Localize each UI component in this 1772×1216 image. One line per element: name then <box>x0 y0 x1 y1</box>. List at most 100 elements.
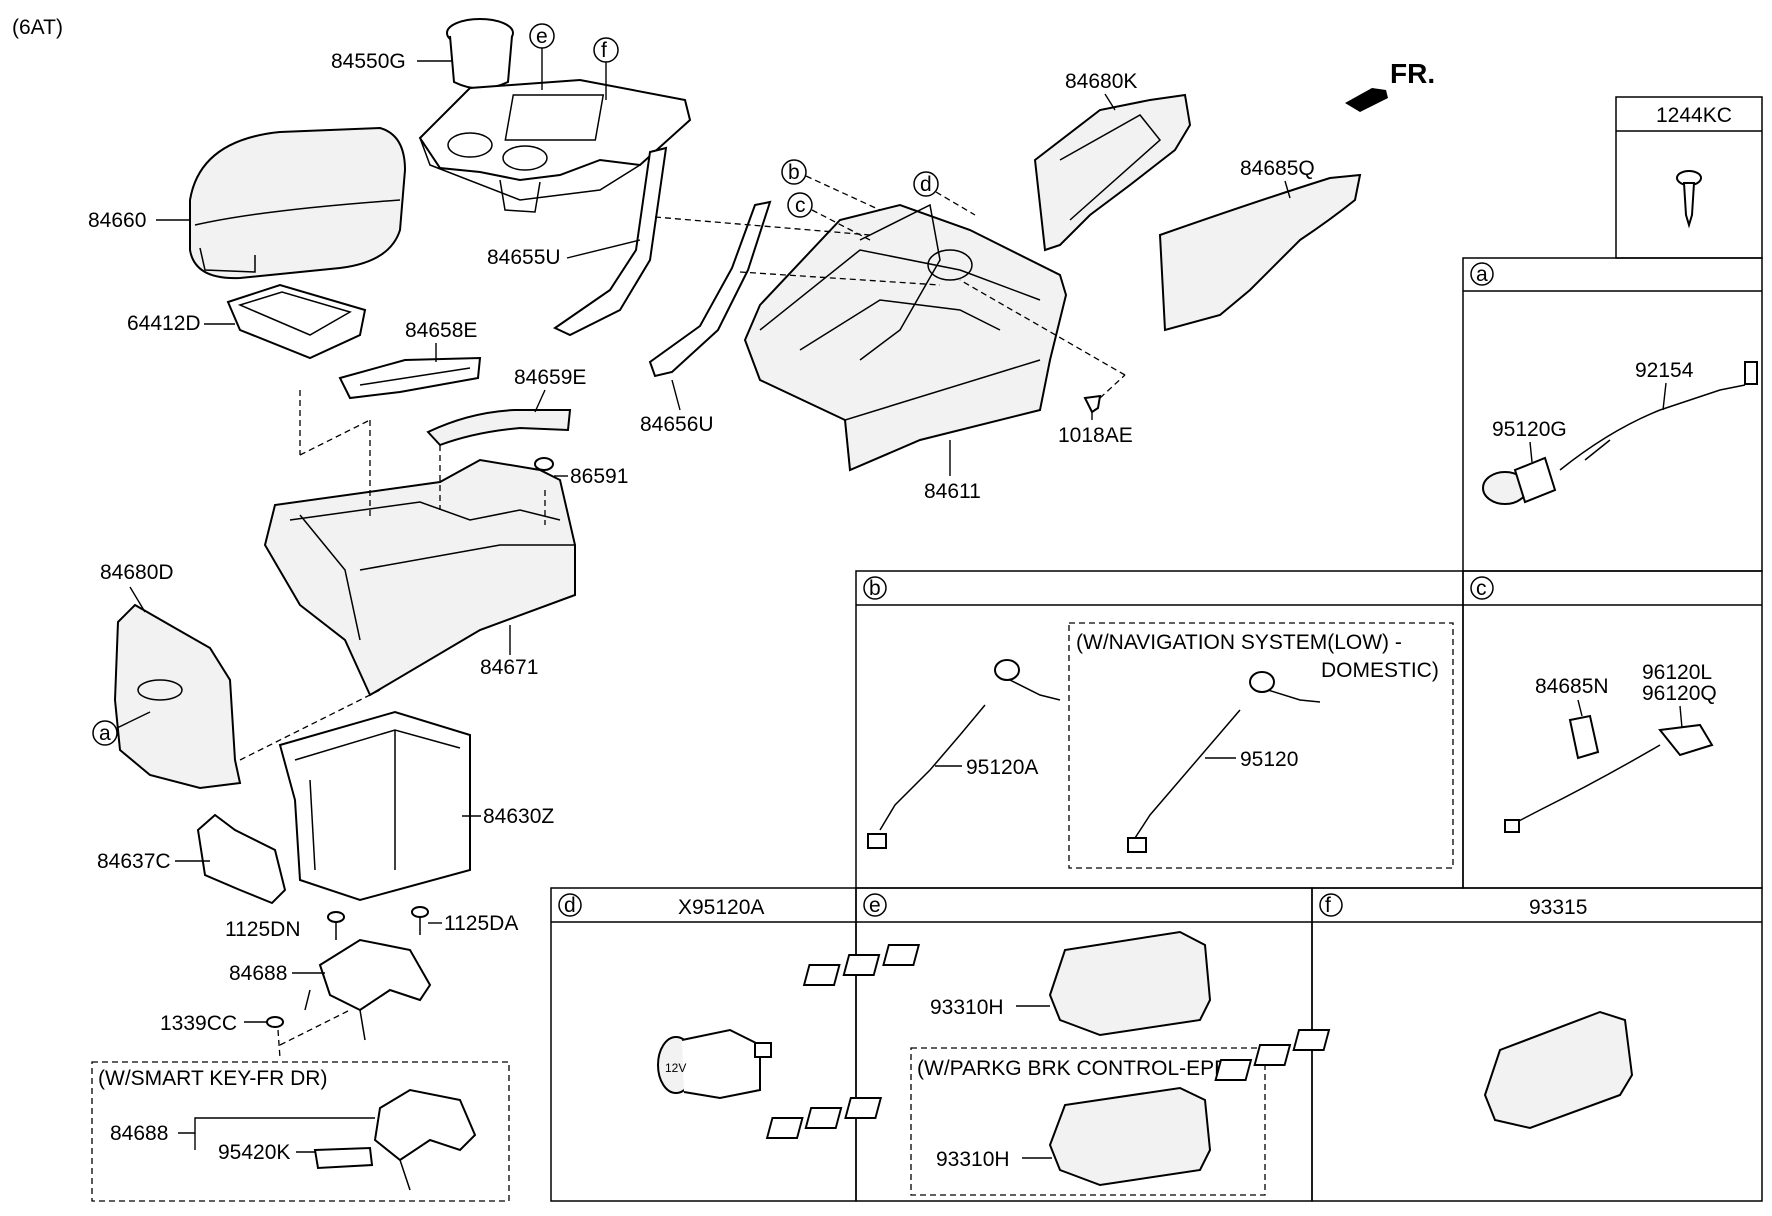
label-93310H: 93310H <box>930 996 1004 1019</box>
switch-assembly-93310H <box>802 930 1212 1037</box>
front-arrow-icon <box>1345 88 1388 112</box>
label-93310H-epb: 93310H <box>936 1148 1010 1171</box>
floor-console-84671 <box>263 458 576 697</box>
clip-1018AE <box>959 279 1126 414</box>
detail-box-f: f 93315 <box>1214 887 1763 1202</box>
detail-box-a: a 92154 95120G <box>1462 257 1763 572</box>
svg-text:d: d <box>564 894 576 917</box>
svg-text:b: b <box>869 577 881 600</box>
switch-assembly-93315 <box>1214 1010 1634 1130</box>
console-body-84611 <box>743 203 1068 472</box>
box-d-title: X95120A <box>678 896 764 919</box>
nav-option-title-line2: DOMESTIC) <box>1321 659 1439 682</box>
cup-holder-assembly <box>418 18 692 213</box>
label-84659E: 84659E <box>514 366 586 389</box>
svg-text:c: c <box>795 194 806 217</box>
callout-d: d <box>913 171 976 216</box>
label-1339CC: 1339CC <box>160 1012 237 1035</box>
svg-text:c: c <box>1476 577 1487 600</box>
variant-label: (6AT) <box>12 16 63 39</box>
label-1125DN: 1125DN <box>225 918 301 941</box>
callout-b: b <box>781 159 881 211</box>
label-64412D: 64412D <box>127 312 201 335</box>
svg-text:e: e <box>869 894 881 917</box>
label-95420K: 95420K <box>218 1141 290 1164</box>
epb-option-title: (W/PARKG BRK CONTROL-EPB) <box>917 1057 1235 1080</box>
front-direction-indicator: FR. <box>1345 58 1435 112</box>
part-84658E <box>338 356 482 400</box>
side-panel-84680K <box>1033 93 1192 252</box>
label-84685N: 84685N <box>1535 675 1609 698</box>
front-direction-label: FR. <box>1390 58 1435 89</box>
label-95120: 95120 <box>1240 748 1298 771</box>
callout-c: c <box>787 192 871 241</box>
label-84680D: 84680D <box>100 561 174 584</box>
callout-a: a <box>92 711 151 746</box>
label-84630Z: 84630Z <box>483 805 554 828</box>
bolt-1125DA <box>411 906 429 935</box>
svg-text:f: f <box>1325 894 1331 917</box>
svg-text:d: d <box>920 173 932 196</box>
detail-box-b: b 95120A (W/NAVIGATION SYSTEM(LOW) - DOM… <box>855 570 1464 889</box>
aux-jack-96120L <box>1504 723 1714 833</box>
box-f-title: 93315 <box>1529 896 1587 919</box>
detail-box-e: e 93310H (W/PARKG BRK CONTROL-EPB) 93310… <box>765 887 1313 1202</box>
label-84671: 84671 <box>480 656 538 679</box>
bracket-84637C <box>196 813 287 905</box>
bracket-84688 <box>304 938 432 1041</box>
svg-text:a: a <box>1476 263 1488 286</box>
label-84550G: 84550G <box>331 50 406 73</box>
smart-key-box <box>91 1061 510 1202</box>
label-84688-smart: 84688 <box>110 1122 168 1145</box>
bolt-1125DN <box>327 911 345 940</box>
box-1244KC: 1244KC <box>1615 96 1763 259</box>
label-84637C: 84637C <box>97 850 171 873</box>
detail-box-c: c 84685N 96120L 96120Q <box>1462 570 1763 889</box>
bracket-box-84630Z <box>278 710 471 902</box>
svg-text:b: b <box>788 161 800 184</box>
label-84685Q: 84685Q <box>1240 157 1315 180</box>
label-1125DA: 1125DA <box>444 912 518 935</box>
trim-strip-84656U <box>648 200 772 378</box>
power-socket-X95120A: 12V <box>657 1028 772 1100</box>
nut-1339CC <box>266 1009 351 1059</box>
label-84680K: 84680K <box>1065 70 1137 93</box>
svg-text:a: a <box>99 722 111 745</box>
nav-option-box <box>1068 622 1454 869</box>
armrest-84660 <box>189 126 407 280</box>
label-96120L: 96120L <box>1642 661 1712 684</box>
callout-e: e <box>529 23 555 90</box>
label-86591: 86591 <box>570 465 628 488</box>
side-panel-84685Q <box>1158 173 1362 332</box>
smart-key-antenna-95420K <box>313 1146 374 1170</box>
nav-option-title-line1: (W/NAVIGATION SYSTEM(LOW) - <box>1076 631 1402 654</box>
bracket-84688-smart <box>373 1088 477 1191</box>
label-95120A: 95120A <box>966 756 1038 779</box>
cigar-socket-95120G <box>1482 456 1557 505</box>
svg-text:e: e <box>536 25 548 48</box>
label-84655U: 84655U <box>487 246 561 269</box>
detail-box-d: d X95120A 12V <box>550 887 857 1202</box>
socket-12v-label: 12V <box>665 1061 686 1075</box>
end-cap-84680D <box>113 603 242 790</box>
label-95120G: 95120G <box>1492 418 1567 441</box>
switch-assembly-93310H-epb <box>765 1086 1212 1187</box>
label-84611: 84611 <box>924 480 981 503</box>
label-92154: 92154 <box>1635 359 1694 382</box>
part-84659E <box>426 409 572 447</box>
box-1244KC-title: 1244KC <box>1656 104 1732 127</box>
label-84656U: 84656U <box>640 413 714 436</box>
screw-icon <box>1676 170 1702 229</box>
usb-harness-95120A <box>867 659 1061 849</box>
tray-64412D <box>226 283 367 360</box>
wiring-92154 <box>1559 361 1758 471</box>
label-96120Q: 96120Q <box>1642 682 1717 705</box>
svg-text:f: f <box>601 39 607 62</box>
aux-bezel-84685N <box>1568 714 1600 760</box>
smart-key-title: (W/SMART KEY-FR DR) <box>98 1067 327 1090</box>
usb-harness-95120 <box>1127 671 1321 853</box>
label-84660: 84660 <box>88 209 146 232</box>
label-84658E: 84658E <box>405 319 477 342</box>
label-1018AE: 1018AE <box>1058 424 1133 447</box>
